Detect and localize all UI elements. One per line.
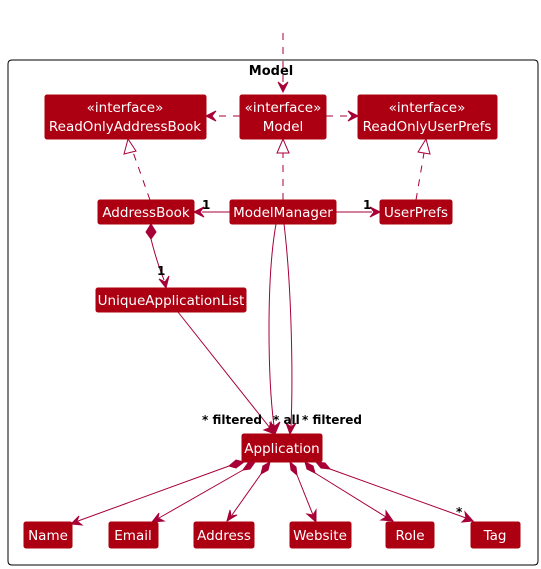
box-role: Role [385,521,435,549]
arrow-head [347,110,360,122]
arrow-head [158,275,170,290]
realization-triangle [123,137,137,155]
arrow-head [192,206,205,218]
realization-triangle [417,137,431,155]
application-to-tag-edge [329,468,467,519]
class-box [239,94,327,140]
userprefs-realization-edge [415,152,425,201]
box-website: Website [289,521,352,549]
class-box [470,521,521,549]
class-boxes: «interface» ReadOnlyAddressBook «interfa… [23,94,521,549]
class-name: ModelManager [233,205,333,221]
arrow-head [284,421,297,436]
class-box [108,521,159,549]
package-title: Model [249,64,293,79]
application-to-email-edge [158,469,244,519]
class-box [379,199,453,225]
multiplicity-label: * filtered [302,413,362,427]
class-box [385,521,435,549]
class-box [44,94,207,140]
stereotype-label: «interface» [389,100,466,116]
class-name: Email [114,528,151,544]
realization-triangle [276,137,290,154]
box-readonlyuserprefs: «interface» ReadOnlyUserPrefs [357,94,498,140]
arrow-head [268,421,281,436]
arrow-head [69,515,84,526]
arrow-head [226,509,238,523]
edges [69,33,475,526]
box-modelmanager: ModelManager [229,199,337,225]
multiplicity-label: 1 [157,264,165,278]
class-name: Role [395,528,424,544]
class-box [357,94,498,140]
class-name: Name [28,528,68,544]
application-to-role-edge [314,472,387,518]
composition-diamond [289,460,298,477]
class-name: ReadOnlyUserPrefs [363,119,492,135]
class-box [95,287,247,313]
class-box [97,199,195,225]
application-to-address-edge [231,473,262,516]
multiplicity-label: * all [273,413,300,427]
class-box [193,521,255,549]
class-box [289,521,352,549]
class-name: Model [263,119,304,135]
box-tag: Tag [470,521,521,549]
box-email: Email [108,521,159,549]
multiplicity-label: 1 [363,198,371,212]
composition-diamond [260,460,271,476]
multiplicity-labels: 1 1 1 * filtered * all * filtered * [157,198,463,519]
class-name: AddressBook [102,205,190,221]
addressbook-to-list-edge [150,238,165,281]
composition-diamond [304,461,316,474]
arrow-head [150,512,166,523]
box-userprefs: UserPrefs [379,199,453,225]
class-box [229,199,337,225]
box-addressbook: AddressBook [97,199,195,225]
class-box [23,521,73,549]
package-frame [7,59,539,566]
multiplicity-label: * filtered [202,413,262,427]
arrow-head [379,509,395,522]
box-application: Application [241,433,323,463]
box-address: Address [193,521,255,549]
arrow-head [305,508,317,524]
list-to-application-edge [177,311,271,429]
box-model: «interface» Model [239,94,327,140]
composition-diamond [145,223,157,240]
class-name: Tag [483,528,507,544]
arrow-head [204,110,217,122]
application-to-name-edge [77,465,230,522]
class-name: UserPrefs [384,205,448,221]
box-uniqueapplicationlist: UniqueApplicationList [95,287,247,313]
class-name: Address [197,528,251,544]
model-package: Model [7,59,539,566]
arrow-head [277,81,289,94]
modelmanager-all-edge [283,223,293,427]
class-name: ReadOnlyAddressBook [49,119,201,135]
class-name: Website [293,528,347,544]
arrow-head [369,206,382,218]
addressbook-realization-edge [132,151,151,201]
class-box [241,433,323,463]
stereotype-label: «interface» [87,100,164,116]
class-name: Application [244,441,319,457]
composition-diamond [241,461,257,471]
application-to-website-edge [296,474,314,516]
composition-diamond [314,461,332,470]
multiplicity-label: 1 [202,198,210,212]
multiplicity-label: * [456,505,463,519]
box-name: Name [23,521,73,549]
arrow-head [460,510,475,523]
stereotype-label: «interface» [245,100,322,116]
box-readonlyaddressbook: «interface» ReadOnlyAddressBook [44,94,207,140]
class-name: UniqueApplicationList [98,293,245,309]
modelmanager-filtered-edge [268,223,277,427]
